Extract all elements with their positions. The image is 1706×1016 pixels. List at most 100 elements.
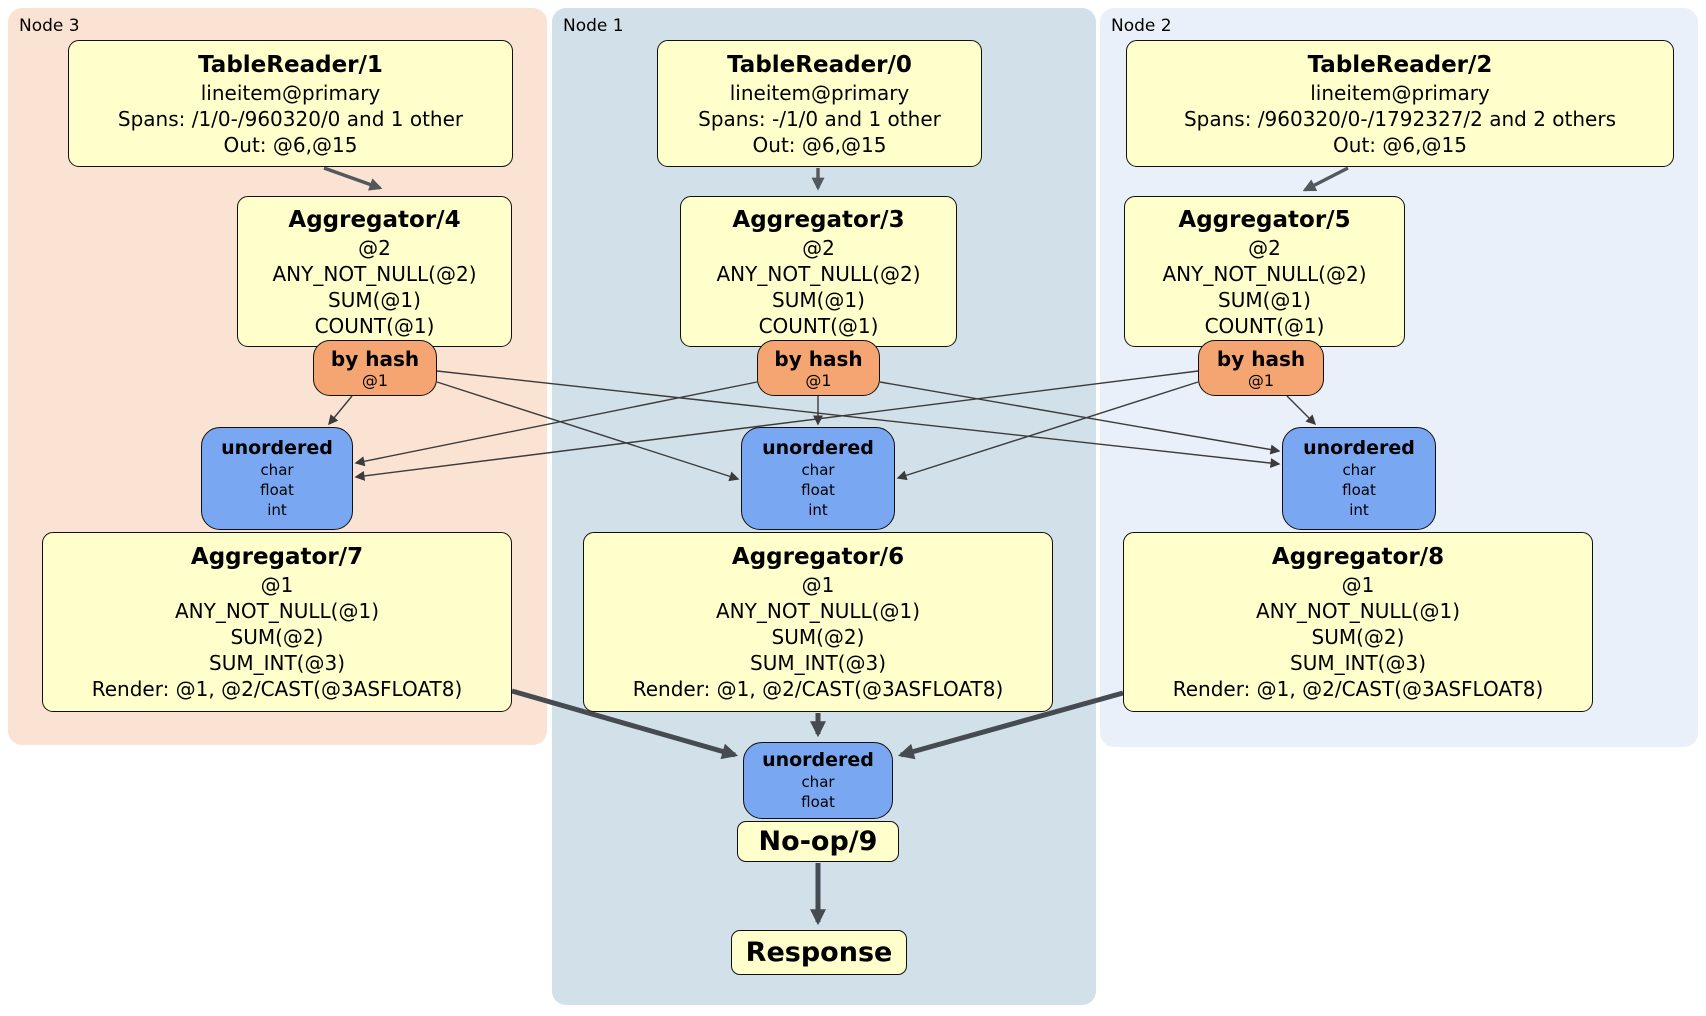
processor-line: lineitem@primary [200,80,381,105]
processor-line: Render: @1, @2/CAST(@3ASFLOAT8) [91,677,463,701]
processor-aggregator-5: Aggregator/5 @2 ANY_NOT_NULL(@2) SUM(@1)… [1124,196,1405,347]
processor-line: SUM(@1) [772,287,865,312]
processor-line: SUM_INT(@3) [750,651,886,675]
processor-title: Aggregator/6 [731,544,905,570]
processor-line: Out: @6,@15 [752,132,887,157]
edge-r2-u3 [354,370,1199,481]
processor-line: ANY_NOT_NULL(@1) [175,599,379,623]
processor-line: COUNT(@1) [314,313,435,338]
processor-line: SUM(@2) [771,625,865,649]
edge-r2-u2 [1286,395,1317,426]
processor-line: ANY_NOT_NULL(@1) [716,599,920,623]
processor-line: SUM(@1) [328,287,421,312]
processor-line: Render: @1, @2/CAST(@3ASFLOAT8) [632,677,1004,701]
processor-title: TableReader/1 [198,51,383,78]
processor-line: ANY_NOT_NULL(@2) [716,261,921,286]
processor-line: SUM_INT(@3) [209,651,345,675]
edge-r3-u3 [328,395,353,426]
edge-r1-u3 [354,381,758,467]
sync-line: char [801,461,835,479]
processor-aggregator-8: Aggregator/8 @1 ANY_NOT_NULL(@1) SUM(@2)… [1123,532,1593,712]
processor-line: SUM_INT(@3) [1290,651,1426,675]
sync-title: unordered [1303,437,1415,459]
router-line: @1 [361,370,389,390]
sync-title: unordered [221,437,333,459]
processor-line: Spans: /1/0-/960320/0 and 1 other [117,106,464,131]
processor-line: @2 [802,235,835,260]
processor-line: Out: @6,@15 [223,132,358,157]
sync-line: int [1349,501,1369,519]
sync-line: char [1342,461,1376,479]
sync-unordered-node1: unordered char float int [741,427,895,530]
processor-line: @2 [1248,235,1281,260]
processor-line: @1 [1341,573,1375,597]
edge-r3-u1 [436,381,740,482]
processor-line: @1 [801,573,835,597]
processor-response: Response [731,930,907,975]
processor-line: SUM(@1) [1218,287,1311,312]
edge-r2-u1 [896,381,1199,481]
sync-line: char [260,461,294,479]
sync-line: float [260,481,294,499]
processor-line: Render: @1, @2/CAST(@3ASFLOAT8) [1172,677,1544,701]
processor-title: Aggregator/8 [1271,544,1445,570]
processor-line: lineitem@primary [1310,80,1490,105]
router-by-hash-node2: by hash @1 [1198,340,1324,396]
processor-line: ANY_NOT_NULL(@2) [1162,261,1367,286]
processor-aggregator-4: Aggregator/4 @2 ANY_NOT_NULL(@2) SUM(@1)… [237,196,512,347]
node3-label: Node 3 [19,16,80,36]
router-title: by hash [330,346,420,371]
processor-title: Aggregator/5 [1178,206,1351,233]
sync-line: int [808,501,828,519]
processor-title: Aggregator/7 [190,544,364,570]
processor-title: Response [745,936,893,968]
processor-aggregator-7: Aggregator/7 @1 ANY_NOT_NULL(@1) SUM(@2)… [42,532,512,712]
processor-line: @2 [358,235,391,260]
sync-line: int [267,501,287,519]
edge-r1-u2 [879,381,1281,455]
processor-tablereader-0: TableReader/0 lineitem@primary Spans: -/… [657,40,982,167]
edge-agg7-ufinal [511,688,739,760]
node2-label: Node 2 [1111,16,1172,36]
router-line: @1 [805,370,832,390]
router-line: @1 [1247,370,1275,390]
sync-title: unordered [762,749,874,771]
processor-line: Spans: -/1/0 and 1 other [698,106,941,131]
edge-agg8-ufinal [897,690,1124,760]
edge-tr2-agg5 [1302,166,1349,192]
processor-title: Aggregator/4 [288,206,461,233]
processor-line: COUNT(@1) [1204,313,1325,338]
processor-line: lineitem@primary [729,80,910,105]
processor-line: ANY_NOT_NULL(@2) [272,261,477,286]
sync-line: char [801,773,835,791]
processor-line: COUNT(@1) [758,313,879,338]
processor-tablereader-1: TableReader/1 lineitem@primary Spans: /1… [68,40,513,167]
processor-line: SUM(@2) [1311,625,1405,649]
processor-tablereader-2: TableReader/2 lineitem@primary Spans: /9… [1126,40,1674,167]
processor-title: No-op/9 [758,825,878,857]
processor-noop-9: No-op/9 [737,821,899,862]
router-by-hash-node3: by hash @1 [313,340,437,396]
sync-unordered-node2: unordered char float int [1282,427,1436,530]
processor-title: TableReader/2 [1307,51,1493,78]
processor-line: SUM(@2) [230,625,324,649]
edge-tr1-agg4 [323,166,383,191]
processor-line: Spans: /960320/0-/1792327/2 and 2 others [1183,106,1616,131]
sync-unordered-final: unordered char float [743,742,893,819]
sync-line: float [801,481,835,499]
processor-aggregator-3: Aggregator/3 @2 ANY_NOT_NULL(@2) SUM(@1)… [680,196,957,347]
sync-unordered-node3: unordered char float int [201,427,353,530]
router-by-hash-node1: by hash @1 [757,340,880,396]
processor-line: @1 [260,573,294,597]
processor-line: ANY_NOT_NULL(@1) [1256,599,1460,623]
sync-title: unordered [762,437,874,459]
processor-aggregator-6: Aggregator/6 @1 ANY_NOT_NULL(@1) SUM(@2)… [583,532,1053,712]
sync-line: float [801,793,835,811]
processor-line: Out: @6,@15 [1333,132,1467,157]
processor-title: Aggregator/3 [732,206,905,233]
router-title: by hash [774,346,863,371]
node1-label: Node 1 [563,16,624,36]
processor-title: TableReader/0 [727,51,912,78]
